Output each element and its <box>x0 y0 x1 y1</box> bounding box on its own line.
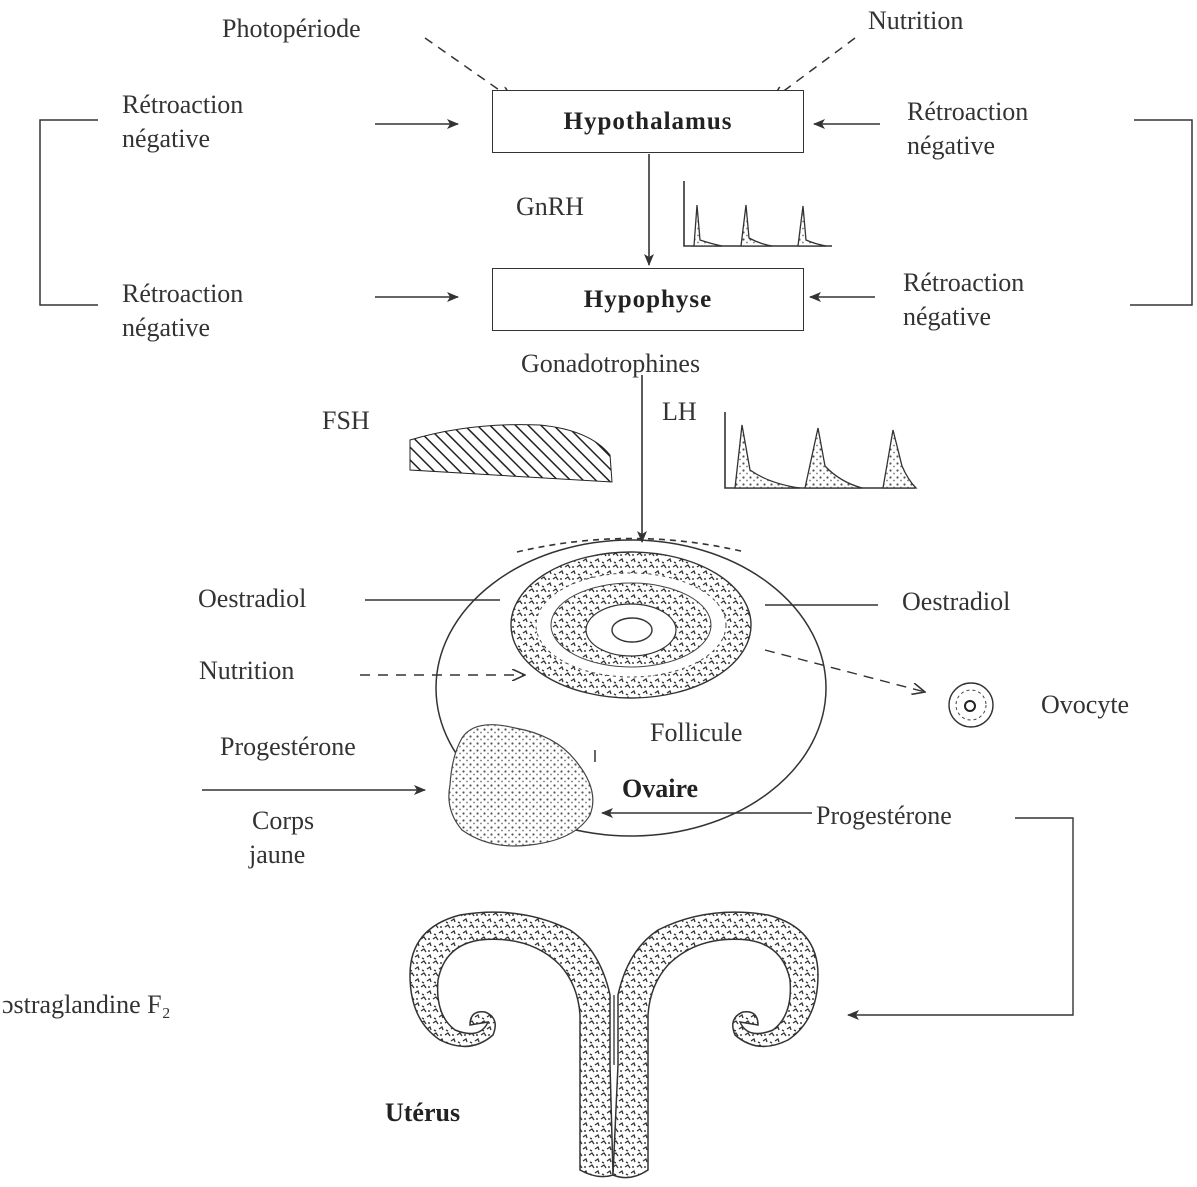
feedback-left-bottom-line2: négative <box>122 313 210 343</box>
ovary-label: Ovaire <box>622 774 698 804</box>
fsh-profile <box>410 425 612 482</box>
hypothalamus-box: Hypothalamus <box>492 90 804 153</box>
gnrh-pulse-plot <box>684 181 832 246</box>
feedback-right-bottom-line1: Rétroaction <box>903 268 1024 298</box>
photoperiod-label: Photopériode <box>222 14 361 44</box>
follicle-label: Follicule <box>650 718 742 748</box>
feedback-right-bottom-line2: négative <box>903 302 991 332</box>
hypophyse-box: Hypophyse <box>492 268 804 331</box>
ovulation-arrow <box>765 650 925 692</box>
nutrition-ovary-label: Nutrition <box>199 656 294 686</box>
uterus-drawing <box>410 912 818 1177</box>
progesterone-left-label: Progestérone <box>220 732 356 762</box>
progesterone-uterus-line <box>848 818 1073 1015</box>
prostaglandin-label: ɔstraglandine F₂ <box>2 990 171 1020</box>
oocyte-label: Ovocyte <box>1041 690 1129 720</box>
uterus-label: Utérus <box>385 1098 460 1128</box>
oestradiol-right-label: Oestradiol <box>902 587 1010 617</box>
left-feedback-bracket <box>40 120 98 305</box>
right-feedback-bracket <box>1130 120 1192 305</box>
oocyte-drawing <box>949 683 993 727</box>
oestradiol-left-label: Oestradiol <box>198 584 306 614</box>
corpus-luteum-label-line1: Corps <box>252 806 314 836</box>
follicle-drawing <box>511 552 751 698</box>
lh-label: LH <box>662 397 697 427</box>
fsh-label: FSH <box>322 406 370 436</box>
gnrh-label: GnRH <box>516 192 584 222</box>
nutrition-top-label: Nutrition <box>868 6 963 36</box>
feedback-right-top-line2: négative <box>907 131 995 161</box>
progesterone-right-label: Progestérone <box>816 801 952 831</box>
lh-pulse-plot <box>725 412 916 488</box>
feedback-left-top-line1: Rétroaction <box>122 90 243 120</box>
feedback-left-top-line2: négative <box>122 124 210 154</box>
corpus-luteum <box>449 725 593 846</box>
feedback-left-bottom-line1: Rétroaction <box>122 279 243 309</box>
feedback-right-top-line1: Rétroaction <box>907 97 1028 127</box>
corpus-luteum-label-line2: jaune <box>249 840 305 870</box>
gonadotrophins-label: Gonadotrophines <box>521 349 700 379</box>
